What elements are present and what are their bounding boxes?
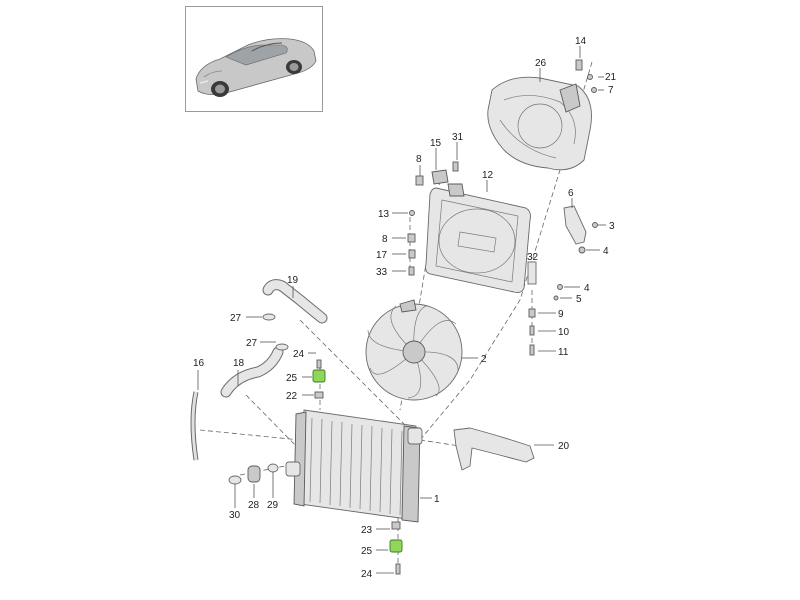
part-23-25-24-lower-sensor [389,521,403,575]
part-1-radiator [285,409,423,523]
callout-8-upper: 8 [416,154,422,165]
part-6-bracket [563,205,587,245]
callout-27-lower: 27 [246,338,258,349]
callout-10: 10 [558,327,570,338]
callout-8-lower: 8 [382,234,388,245]
callout-29: 29 [267,500,279,511]
part-19-hose [262,279,328,324]
part-2-fan [365,299,463,401]
part-25-sensor-upper [312,369,326,383]
callout-13: 13 [378,209,390,220]
callout-4-upper: 4 [603,246,609,257]
part-12-fan-frame [425,183,531,293]
callout-12: 12 [482,170,494,181]
part-27-clamp-lower [275,343,289,351]
callout-labels: 14 26 21 7 31 15 8 12 6 13 3 8 4 17 32 3… [193,36,617,580]
callout-2: 2 [481,354,487,365]
small-bolts-top [415,59,597,186]
part-20-air-duct [453,427,535,471]
callout-24-upper: 24 [293,349,305,360]
part-25-sensor-lower [389,539,403,553]
callout-16: 16 [193,358,205,369]
callout-5: 5 [576,294,582,305]
callout-1: 1 [434,494,440,505]
callout-20: 20 [558,441,570,452]
callout-31: 31 [452,132,464,143]
part-18-hose [220,346,284,398]
callout-32: 32 [527,252,539,263]
vehicle-thumbnail-frame [185,6,323,112]
callout-19: 19 [287,275,299,286]
callout-30: 30 [229,510,241,521]
callout-7: 7 [608,85,614,96]
callout-14: 14 [575,36,587,47]
callout-23: 23 [361,525,373,536]
callout-9: 9 [558,309,564,320]
callout-17: 17 [376,250,388,261]
leader-lines [197,46,606,574]
callout-6: 6 [568,188,574,199]
callout-22: 22 [286,391,298,402]
part-24-25-22-upper-sensor [312,359,326,399]
callout-4-lower: 4 [584,283,590,294]
callout-18: 18 [233,358,245,369]
callout-11: 11 [558,347,569,358]
callout-28: 28 [248,500,260,511]
callout-25-lower: 25 [361,546,373,557]
callout-25-upper: 25 [286,373,298,384]
part-16-hose [190,391,199,461]
callout-33: 33 [376,267,388,278]
callout-26: 26 [535,58,547,69]
part-27-clamp-upper [262,313,276,321]
sports-car-icon [195,38,317,97]
callout-15: 15 [430,138,442,149]
parts-28-29-30 [228,463,279,485]
callout-3: 3 [609,221,615,232]
fasteners-left [407,210,598,356]
callout-24-lower: 24 [361,569,373,580]
part-26-fan-shroud [487,76,592,171]
callout-21: 21 [605,72,617,83]
callout-27-upper: 27 [230,313,242,324]
